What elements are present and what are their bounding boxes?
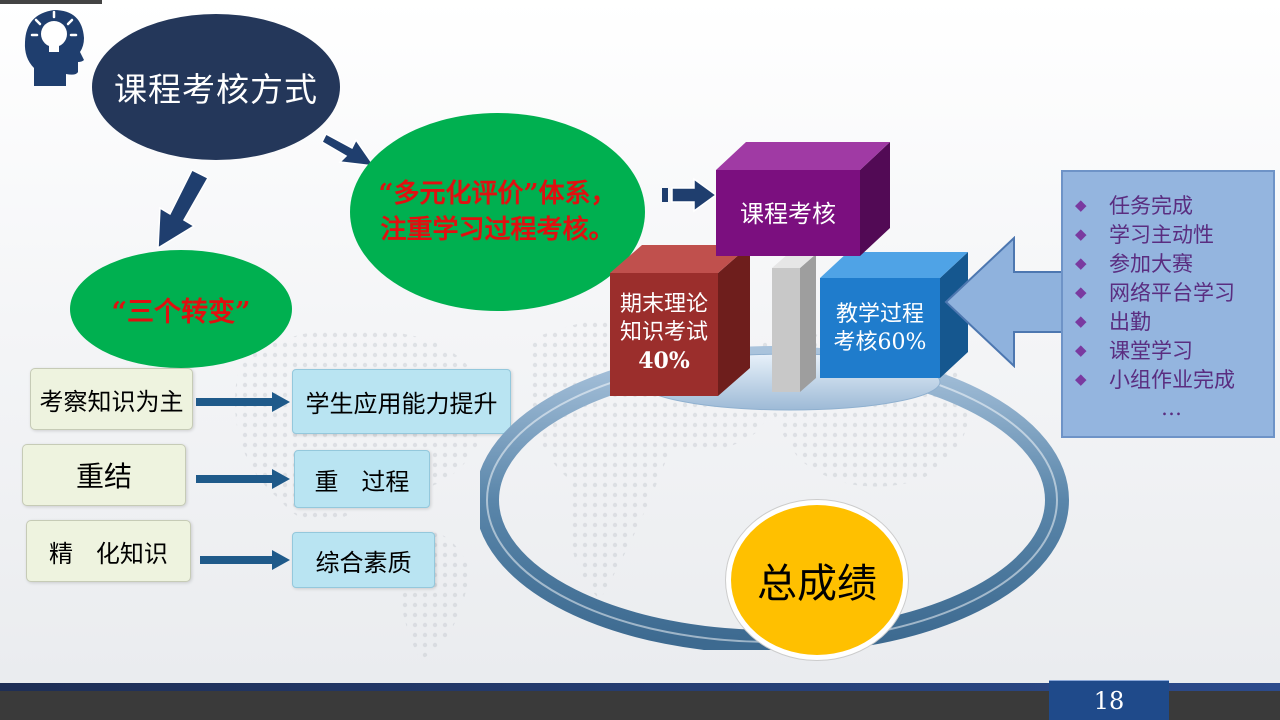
diamond-bullet-icon: ◆ bbox=[1075, 369, 1087, 388]
course-assessment-cube: 课程考核 bbox=[716, 172, 860, 256]
gray-pillar bbox=[772, 254, 816, 392]
footer-stripe bbox=[0, 683, 1280, 691]
diamond-bullet-icon: ◆ bbox=[1075, 253, 1087, 272]
multi-evaluation-oval: “多元化评价”体系， 注重学习过程考核。 bbox=[350, 113, 645, 311]
multi-eval-line1: “多元化评价”体系， bbox=[378, 179, 617, 209]
arrow-to-course-assessment bbox=[662, 177, 718, 213]
process-item-label: 小组作业完成 bbox=[1109, 367, 1235, 392]
transform-to-2: 重 过程 bbox=[294, 450, 430, 508]
process-item-ellipsis: … bbox=[1063, 393, 1273, 422]
process-item: ◆ 参加大赛 bbox=[1063, 248, 1273, 277]
process-assessment-cube-shape bbox=[820, 252, 968, 378]
transform-to-2-label: 重 过程 bbox=[314, 467, 410, 496]
three-changes-label: “三个转变” bbox=[111, 296, 251, 328]
process-item-label: 课堂学习 bbox=[1109, 338, 1193, 363]
transform-from-2-label: 重结 bbox=[75, 460, 132, 493]
transform-from-3-label: 精 化知识 bbox=[49, 539, 168, 568]
process-item-label: 网络平台学习 bbox=[1109, 280, 1235, 305]
final-exam-line1: 期末理论 bbox=[619, 292, 708, 317]
title-oval: 课程考核方式 bbox=[92, 14, 340, 160]
process-line2: 考核60% bbox=[833, 330, 927, 355]
process-item-label: … bbox=[1161, 395, 1182, 420]
course-assessment-label: 课程考核 bbox=[740, 200, 836, 228]
three-changes-oval: “三个转变” bbox=[70, 250, 292, 368]
final-exam-line2: 知识考试 bbox=[619, 320, 708, 345]
process-item-label: 出勤 bbox=[1109, 309, 1151, 334]
process-item-label: 学习主动性 bbox=[1109, 222, 1214, 247]
arrow-to-multi-eval bbox=[322, 132, 376, 167]
total-score-circle: 总成绩 bbox=[726, 500, 908, 660]
transform-from-2: 重结 bbox=[22, 444, 186, 506]
final-exam-cube-shape bbox=[610, 245, 750, 396]
process-item: ◆ 小组作业完成 bbox=[1063, 364, 1273, 393]
row-arrow-3 bbox=[200, 550, 290, 570]
page-title: 课程考核方式 bbox=[114, 70, 318, 109]
page-number: 18 bbox=[1093, 686, 1125, 715]
process-item: ◆ 任务完成 bbox=[1063, 190, 1273, 219]
process-item: ◆ 学习主动性 bbox=[1063, 219, 1273, 248]
transform-to-1-label: 学生应用能力提升 bbox=[305, 390, 498, 418]
process-item: ◆ 出勤 bbox=[1063, 306, 1273, 335]
transform-from-1-label: 考察知识为主 bbox=[39, 387, 184, 416]
transform-from-3: 精 化知识 bbox=[26, 520, 191, 582]
head-lightbulb-icon bbox=[24, 10, 84, 86]
top-accent-line bbox=[0, 0, 102, 4]
process-items-arrow bbox=[944, 236, 1065, 368]
transform-to-3: 综合素质 bbox=[292, 532, 435, 588]
process-line1: 教学过程 bbox=[835, 302, 924, 327]
diamond-bullet-icon: ◆ bbox=[1075, 311, 1087, 330]
final-exam-percent: 40% bbox=[638, 348, 690, 374]
total-score-label: 总成绩 bbox=[757, 561, 877, 607]
arrow-to-three-changes bbox=[157, 168, 210, 250]
transform-to-1: 学生应用能力提升 bbox=[292, 369, 511, 434]
multi-eval-line2: 注重学习过程考核。 bbox=[380, 215, 615, 245]
diamond-bullet-icon: ◆ bbox=[1075, 340, 1087, 359]
diamond-bullet-icon: ◆ bbox=[1075, 195, 1087, 214]
process-items-panel: ◆ 任务完成 ◆ 学习主动性 ◆ 参加大赛 ◆ 网络平台学习 ◆ 出勤 ◆ 课堂学习 ◆ 小组… bbox=[1061, 170, 1275, 438]
process-item: ◆ 课堂学习 bbox=[1063, 335, 1273, 364]
row-arrow-2 bbox=[196, 469, 290, 489]
process-item-label: 参加大赛 bbox=[1109, 251, 1193, 276]
page-number-box: 18 bbox=[1049, 680, 1169, 720]
transform-to-3-label: 综合素质 bbox=[315, 548, 412, 577]
transform-from-1: 考察知识为主 bbox=[30, 368, 193, 430]
course-assessment-cube-shape bbox=[716, 142, 890, 256]
row-arrow-1 bbox=[196, 392, 290, 412]
final-exam-cube: 期末理论 知识考试 40% bbox=[610, 278, 718, 388]
diamond-bullet-icon: ◆ bbox=[1075, 282, 1087, 301]
process-item-label: 任务完成 bbox=[1109, 193, 1193, 218]
process-item: ◆ 网络平台学习 bbox=[1063, 277, 1273, 306]
process-assessment-cube: 教学过程 考核60% bbox=[822, 282, 938, 376]
diamond-bullet-icon: ◆ bbox=[1075, 224, 1087, 243]
